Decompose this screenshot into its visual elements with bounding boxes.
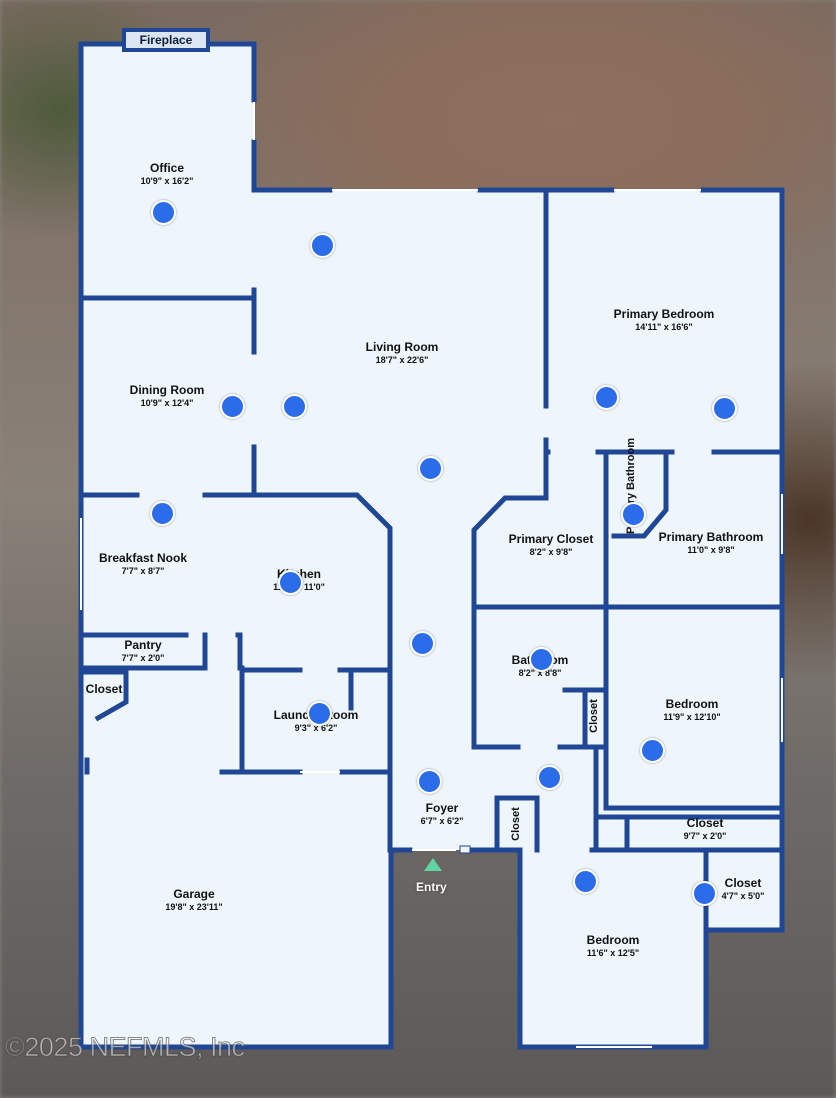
room-name: Closet [686,816,724,830]
room-name: Living Room [365,340,439,354]
camera-hotspot-icon[interactable] [220,394,245,419]
windows [80,102,783,1048]
camera-hotspot-icon[interactable] [417,769,442,794]
room-name: Bedroom [586,933,640,947]
room-office: Office 10'9" x 16'2" [141,161,194,187]
room-closet-hall: Closet 9'7" x 2'0" [684,816,727,842]
room-dims: 8'2" x 8'8" [518,668,562,678]
room-dims: 4'7" x 5'0" [721,891,765,901]
room-dims: 9'3" x 6'2" [294,723,338,733]
camera-hotspot-icon[interactable] [151,200,176,225]
camera-hotspot-icon[interactable] [307,701,332,726]
room-dims: 10'9" x 12'4" [140,398,194,408]
room-dims: 19'8" x 23'11" [165,902,223,912]
room-name: Closet [724,876,762,890]
fireplace-label: Fireplace [139,33,193,47]
threshold [459,845,471,854]
camera-hotspot-icon[interactable] [278,570,303,595]
camera-hotspot-icon[interactable] [418,456,443,481]
camera-hotspot-icon[interactable] [640,738,665,763]
room-dims: 11'6" x 12'5" [586,948,640,958]
room-dining: Dining Room 10'9" x 12'4" [130,383,205,409]
room-dims: 14'11" x 16'6" [635,322,693,332]
copyright-watermark: ©2025 NEFMLS, Inc [5,1032,246,1063]
floor-fill [81,44,782,1047]
room-bedroom-3: Bedroom 11'6" x 12'5" [587,933,640,959]
room-dims: 11'0" x 9'8" [687,545,735,555]
room-name: Foyer [425,801,459,815]
camera-hotspot-icon[interactable] [573,869,598,894]
camera-hotspot-icon[interactable] [282,394,307,419]
room-name: Primary Closet [508,532,594,546]
room-living: Living Room 18'7" x 22'6" [366,340,439,366]
room-garage: Garage 19'8" x 23'11" [165,887,222,913]
camera-hotspot-icon[interactable] [621,502,646,527]
walls [78,41,785,1050]
room-pantry: Pantry 7'7" x 2'0" [122,638,165,664]
room-closet-garage: Closet [86,682,123,696]
room-name: Pantry [124,638,162,652]
fireplace-hatch [126,32,206,48]
room-dims: 10'9" x 16'2" [140,176,194,186]
room-dims: 7'7" x 2'0" [121,653,165,663]
camera-hotspot-icon[interactable] [529,647,554,672]
room-closet-bedroom-3: Closet 4'7" x 5'0" [722,876,765,902]
camera-hotspot-icon[interactable] [410,631,435,656]
room-name: Closet [85,682,123,696]
room-closet-bathroom: Closet [588,699,600,733]
camera-hotspot-icon[interactable] [594,385,619,410]
room-primary-bedroom: Primary Bedroom 14'11" x 16'6" [614,307,715,333]
room-dims: 7'7" x 8'7" [121,566,165,576]
camera-hotspot-icon[interactable] [537,765,562,790]
room-dims: 6'7" x 6'2" [420,816,464,826]
entry-arrow-icon [424,858,442,871]
camera-hotspot-icon[interactable] [310,233,335,258]
camera-hotspot-icon[interactable] [150,501,175,526]
room-primary-closet: Primary Closet 8'2" x 9'8" [509,532,594,558]
room-dims: 11'9" x 12'10" [663,712,721,722]
room-name: Office [149,161,185,175]
room-dims: 8'2" x 9'8" [529,547,573,557]
room-closet-foyer: Closet [510,807,522,841]
room-name: Dining Room [129,383,205,397]
camera-hotspot-icon[interactable] [712,396,737,421]
entry-label: Entry [416,880,447,894]
room-name: Garage [173,887,215,901]
room-name: Breakfast Nook [98,551,188,565]
room-name: Bedroom [665,697,719,711]
room-name: Primary Bathroom [658,530,764,544]
room-dims: 18'7" x 22'6" [375,355,429,365]
room-name: Primary Bedroom [613,307,715,321]
room-breakfast-nook: Breakfast Nook 7'7" x 8'7" [99,551,187,577]
room-foyer: Foyer 6'7" x 6'2" [421,801,464,827]
room-primary-bathroom: Primary Bathroom 11'0" x 9'8" [659,530,764,556]
room-bedroom-2: Bedroom 11'9" x 12'10" [663,697,720,723]
room-dims: 9'7" x 2'0" [683,831,727,841]
camera-hotspot-icon[interactable] [692,881,717,906]
